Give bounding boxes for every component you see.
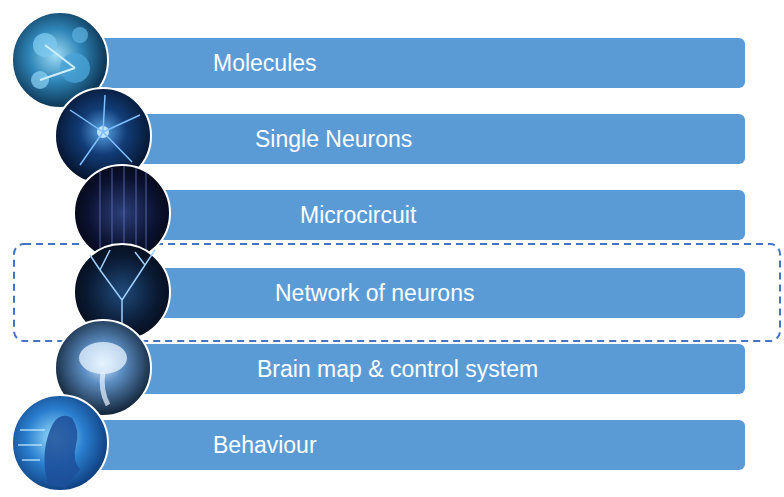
level-bar: Network of neurons — [122, 268, 745, 318]
level-label: Brain map & control system — [257, 356, 538, 383]
level-label: Microcircuit — [300, 202, 416, 229]
level-bar: Molecules — [60, 38, 745, 88]
level-label: Network of neurons — [275, 280, 474, 307]
behaviour-image — [12, 395, 108, 491]
level-bar: Microcircuit — [122, 190, 745, 240]
level-label: Single Neurons — [255, 126, 412, 153]
level-bar: Single Neurons — [103, 114, 745, 164]
level-label: Molecules — [213, 50, 317, 77]
level-bar: Brain map & control system — [103, 344, 745, 394]
level-label: Behaviour — [213, 432, 317, 459]
level-bar: Behaviour — [60, 420, 745, 470]
